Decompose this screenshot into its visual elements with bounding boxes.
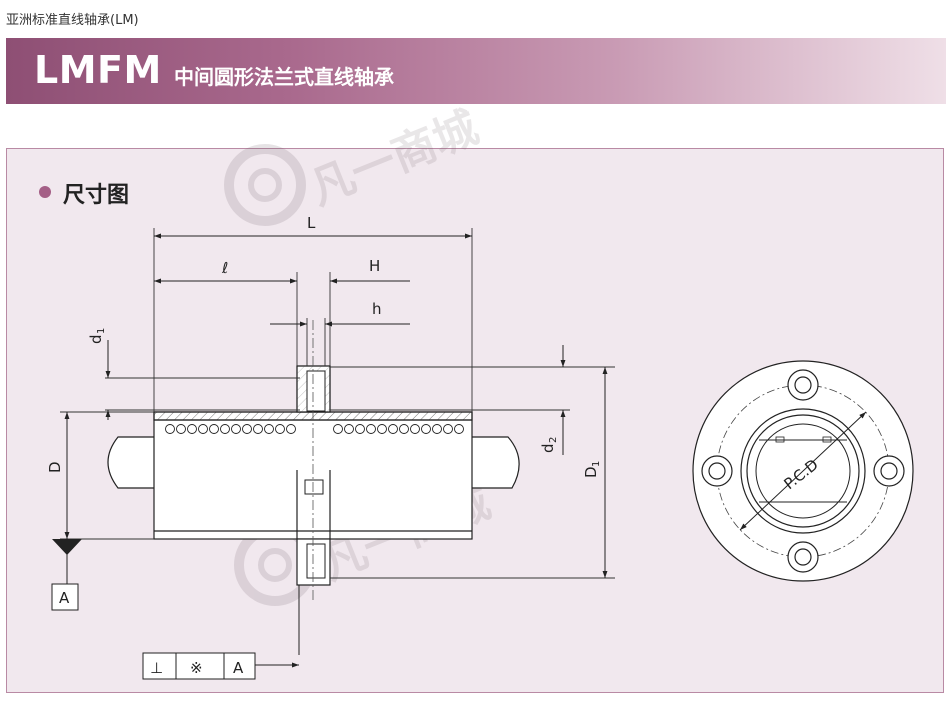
page-caption: 亚洲标准直线轴承(LM) <box>6 13 139 28</box>
pcd-dimension-line <box>739 411 867 531</box>
section-bullet-icon <box>39 186 51 198</box>
dim-h-label: h <box>372 300 382 318</box>
section-title: 尺寸图 <box>63 183 130 208</box>
side-view <box>107 365 520 586</box>
product-subtitle: 中间圆形法兰式直线轴承 <box>174 65 394 89</box>
watermark-text: 凡一商城 <box>303 102 485 215</box>
dim-l-label: ℓ <box>221 259 228 277</box>
tolerance-frame <box>142 652 256 680</box>
dimension-lines <box>64 233 608 668</box>
dim-D1-subscript: 1 <box>591 461 602 467</box>
dim-L-label: L <box>307 214 316 232</box>
model-name: LMFM <box>34 48 162 92</box>
dim-H-label: H <box>369 257 380 275</box>
tolerance-datum: A <box>233 659 244 677</box>
tolerance-value: ※ <box>190 659 203 677</box>
dim-d1-subscript: 1 <box>96 328 107 334</box>
extension-lines <box>60 228 615 579</box>
datum-A-label: A <box>59 589 70 607</box>
dim-D-label: D <box>46 461 64 473</box>
dim-d2-label: d <box>539 443 557 453</box>
dim-d2-subscript: 2 <box>548 437 559 443</box>
product-banner: LMFM 中间圆形法兰式直线轴承 <box>6 38 946 104</box>
datum-marker <box>51 539 82 611</box>
dim-d1-label: d <box>87 334 105 344</box>
perpendicularity-symbol: ⊥ <box>150 659 163 677</box>
ball-row <box>165 424 464 434</box>
dim-D1-label: D <box>582 466 600 478</box>
